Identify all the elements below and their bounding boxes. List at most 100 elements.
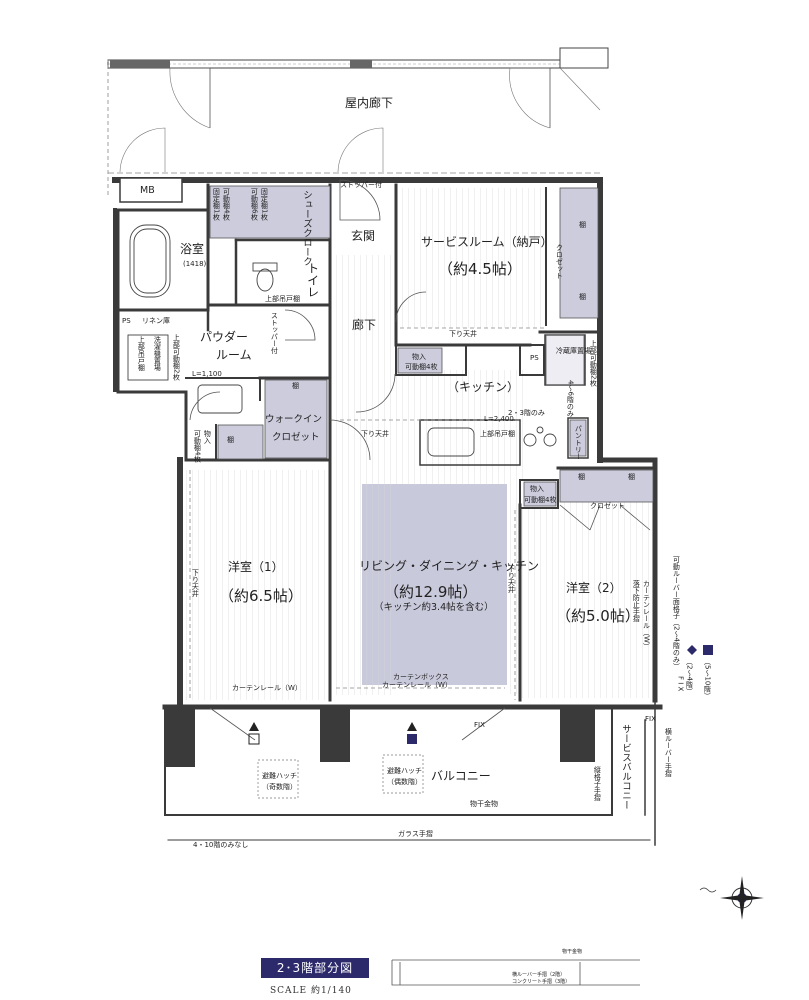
storage1-label: 物入 bbox=[412, 353, 426, 361]
detail-drying-label: 物干金物 bbox=[562, 949, 583, 955]
drying-label: 物干金物 bbox=[470, 800, 498, 808]
flooring bbox=[186, 188, 655, 700]
hallway-label: 廊下 bbox=[352, 318, 377, 332]
western1-size: （約6.5帖） bbox=[219, 587, 303, 605]
legend-a: （2～4階） bbox=[685, 658, 694, 695]
legend-b: （5～10階） bbox=[703, 658, 712, 700]
l2400-note: L=2,400 bbox=[484, 415, 514, 423]
low-ceiling-lines bbox=[189, 327, 545, 700]
shoe-closet-label: シューズクローク bbox=[300, 190, 312, 266]
ps2-label: PS bbox=[530, 354, 539, 362]
western1-label: 洋室（1） bbox=[228, 560, 284, 574]
powder-label-2: ルーム bbox=[216, 348, 252, 362]
kitchen-label: （キッチン） bbox=[447, 380, 520, 394]
ldk-size: （約12.9帖） bbox=[384, 583, 478, 601]
walkin-label-2: クロゼット bbox=[272, 432, 320, 443]
curtain-rail-3: カーテンレール（W） bbox=[642, 580, 651, 650]
washer-space bbox=[127, 334, 169, 381]
mb-label: MB bbox=[140, 185, 155, 196]
hatch-odd-floor: （奇数階） bbox=[262, 783, 297, 791]
floor23-note: 2・3階のみ bbox=[508, 409, 545, 417]
fix-label-3: F I X bbox=[676, 676, 685, 692]
shelf-a-note: 可動棚6枚 bbox=[250, 188, 259, 221]
hatches bbox=[257, 754, 424, 799]
low-ceiling-2: 下り天井 bbox=[361, 430, 389, 438]
walkin-label-1: ウォークイン bbox=[265, 414, 323, 425]
service-room-label: サービスルーム（納戸） bbox=[421, 235, 553, 249]
wic-shelf: 棚 bbox=[292, 382, 299, 390]
bath-label: 浴室 bbox=[180, 242, 205, 256]
louver-rail-label: 横ルーバー手摺 bbox=[664, 728, 673, 777]
fixtures bbox=[127, 224, 557, 457]
hatch-even-floor: （偶数階） bbox=[387, 778, 422, 786]
fixed-shelf-note: 固定棚1枚 bbox=[212, 188, 221, 221]
fridge-label: 冷蔵庫置場 bbox=[556, 347, 591, 355]
linen-label: リネン庫 bbox=[142, 317, 170, 325]
upper-cabinet-toilet: 上部吊戸棚 bbox=[265, 295, 300, 303]
shelf-b-note: 固定棚1枚 bbox=[260, 188, 269, 221]
doors bbox=[189, 179, 651, 741]
hatch-even-label: 避難ハッチ bbox=[387, 767, 422, 775]
bathtub-icon bbox=[129, 224, 171, 298]
low-ceiling-1: 下り天井 bbox=[449, 330, 477, 338]
ldk-note: （キッチン約3.4帖を含む） bbox=[374, 602, 494, 613]
fall-rail-note: 落下防止手摺 bbox=[632, 580, 641, 622]
curtain-box: カーテンボックス bbox=[393, 673, 449, 681]
closet-shelf-b: 棚 bbox=[579, 293, 586, 301]
vertical-rail-label: 縦格子手摺 bbox=[593, 766, 602, 801]
hatch-odd-label: 避難ハッチ bbox=[262, 772, 297, 780]
western2-size: （約5.0帖） bbox=[556, 607, 640, 625]
storage-small-label: 物入 bbox=[203, 430, 212, 444]
markers bbox=[248, 645, 713, 745]
wic-shelf-2: 棚 bbox=[227, 436, 234, 444]
compass-icon bbox=[699, 876, 764, 920]
detail-line-1: 横ルーバー手摺（2階） bbox=[512, 972, 566, 978]
balcony-label: バルコニー bbox=[431, 769, 491, 783]
closet2-shelf-a: 棚 bbox=[578, 473, 585, 481]
floor-label-badge: 2･3階部分図 bbox=[261, 958, 369, 978]
movable-shelf-note: 可動棚4枚 bbox=[222, 188, 231, 221]
glass-rail-label: ガラス手摺 bbox=[398, 830, 433, 838]
fix-label-2: FIX bbox=[645, 715, 656, 723]
upper-movable-note-2: 上部可動棚2枚 bbox=[589, 340, 598, 387]
upper-cabinet-kitchen: 上部吊戸棚 bbox=[480, 430, 515, 438]
closet2-shelf-b: 棚 bbox=[628, 473, 635, 481]
service-balcony-label: サービスバルコニー bbox=[619, 724, 631, 810]
closet-shelf-a: 棚 bbox=[579, 221, 586, 229]
storage-small-shelf: 可動棚4枚 bbox=[193, 430, 202, 463]
toilet-icon bbox=[256, 268, 274, 292]
sink-icon bbox=[427, 427, 475, 457]
l1100-note: L=1,100 bbox=[192, 370, 222, 378]
outer-corridor-label: 屋内廊下 bbox=[345, 96, 394, 110]
stove-burner-icon bbox=[523, 433, 537, 447]
western2-label: 洋室（2） bbox=[566, 581, 622, 595]
closet-label: クロゼット bbox=[555, 244, 564, 279]
low-ceiling-4: 下り天井 bbox=[507, 565, 516, 593]
stopper-note-top: ストッパー付 bbox=[340, 181, 382, 189]
detail-line-2: コンクリート手摺（3階） bbox=[512, 979, 571, 985]
genkan-label: 玄関 bbox=[351, 229, 376, 243]
service-room-size: （約4.5帖） bbox=[438, 260, 522, 278]
ldk-label: リビング・ダイニング・キッチン bbox=[359, 559, 540, 573]
closet2-label: クロゼット bbox=[590, 502, 625, 510]
basin-icon bbox=[197, 384, 243, 414]
upper-cabinet-washer: 上部吊戸棚 bbox=[137, 336, 146, 371]
ps-label: PS bbox=[122, 317, 131, 325]
curtain-rail-1: カーテンレール（W） bbox=[232, 684, 302, 692]
curtain-rail-2: カーテンレール（W） bbox=[382, 681, 452, 689]
floor410-note: 4・10階のみなし bbox=[193, 841, 249, 849]
closets bbox=[209, 185, 654, 507]
toilet-label: トイレ bbox=[305, 262, 320, 298]
floor46-note: 4～6階のみ bbox=[566, 380, 575, 417]
storage1-shelf: 可動棚4枚 bbox=[405, 363, 438, 371]
upper-movable-note: 上部可動棚2枚 bbox=[172, 334, 181, 381]
washer-note: 洗濯機置場 bbox=[153, 336, 162, 371]
low-ceiling-3: 下り天井 bbox=[191, 569, 200, 597]
detail-drawing bbox=[391, 959, 640, 986]
scale-label: SCALE 約1/140 bbox=[270, 986, 352, 996]
fix-label-1: FIX bbox=[474, 721, 485, 729]
powder-label-1: パウダー bbox=[200, 330, 249, 344]
bath-size: (1418) bbox=[183, 260, 207, 268]
pantry-label: パントリー bbox=[574, 425, 583, 460]
